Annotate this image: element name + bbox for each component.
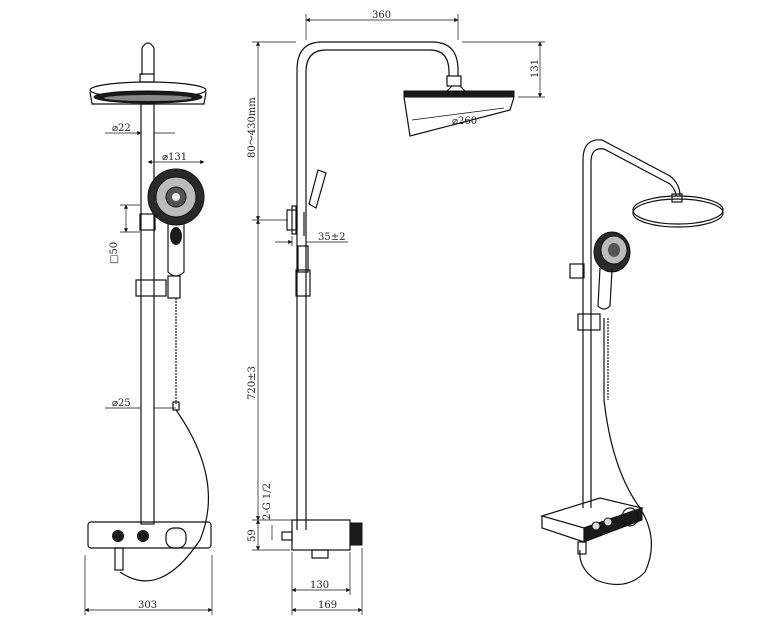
dim-head-diameter-label: ⌀260 — [452, 116, 477, 127]
hand-shower-front — [147, 168, 205, 277]
dim-inlet-spacing-label: 130 — [310, 580, 329, 591]
persp-pipe-inner — [590, 148, 677, 508]
dim-pipe-diameter: ⌀22 — [105, 123, 175, 136]
dim-pipe-diameter-label: ⌀22 — [112, 123, 131, 134]
dim-bracket-square: □50 — [109, 204, 140, 264]
side-view: 360 131 ⌀260 80～430mm 35±2 — [247, 10, 545, 615]
dim-arm-range-label: 80～430mm — [247, 97, 258, 158]
side-pipe-inner — [305, 49, 450, 530]
perspective-view — [539, 139, 724, 586]
pipe-top-cap — [141, 42, 155, 75]
dim-head-height: 131 — [462, 41, 545, 98]
persp-slider — [577, 313, 601, 331]
slider-front — [135, 279, 167, 297]
dim-shelf-width-label: 303 — [138, 600, 157, 611]
dim-inlet-spacing: 130 — [291, 552, 351, 615]
dim-hose-diameter: ⌀25 — [105, 398, 176, 409]
persp-hand-shower — [593, 231, 631, 310]
slider-holder-front — [167, 275, 181, 299]
side-pipe-outer — [296, 41, 459, 530]
dim-wall-offset: 35±2 — [275, 232, 348, 246]
dim-top-span: 360 — [305, 10, 459, 40]
overhead-shower-side — [403, 75, 515, 137]
slider-side — [295, 269, 311, 297]
dim-handshower-diameter-label: ⌀131 — [162, 152, 187, 163]
dim-handshower-diameter: ⌀131 — [147, 152, 205, 165]
dim-inlet-thread-label: 2-G 1/2 — [262, 483, 273, 520]
hose-loop-front — [119, 409, 209, 582]
wall-bracket-side — [286, 205, 298, 235]
wall-bracket-front — [139, 213, 156, 231]
persp-hose — [579, 318, 653, 586]
dim-bracket-square-label: □50 — [109, 242, 120, 264]
dim-head-diameter: ⌀260 — [411, 107, 505, 127]
persp-pipe-outer — [582, 139, 681, 508]
dim-body-height: 59 — [247, 519, 290, 551]
thermostatic-shelf-front — [87, 521, 212, 571]
hand-shower-side — [303, 169, 327, 236]
dim-top-span-label: 360 — [372, 10, 391, 21]
dim-pipe-height-label: 720±3 — [247, 366, 258, 400]
dim-pipe-height: 720±3 — [247, 219, 292, 521]
persp-bracket — [569, 263, 585, 279]
main-pipe — [140, 103, 155, 525]
dim-wall-offset-label: 35±2 — [318, 232, 345, 243]
dim-arm-range: 80～430mm — [247, 41, 296, 221]
dim-shelf-width: 303 — [84, 555, 213, 615]
front-view: ⌀22 ⌀131 □50 ⌀25 303 — [84, 42, 213, 615]
persp-thermostatic-shelf — [539, 497, 645, 555]
dim-body-depth-label: 169 — [318, 600, 337, 611]
dim-body-depth: 169 — [291, 548, 363, 615]
overhead-shower-front — [89, 73, 207, 105]
dim-head-height-label: 131 — [530, 59, 541, 78]
holder-side — [297, 245, 309, 273]
dim-body-height-label: 59 — [247, 529, 258, 542]
dim-inlet-thread: 2-G 1/2 — [262, 483, 273, 540]
thermostatic-body-side — [281, 519, 363, 559]
persp-overhead-shower — [632, 193, 724, 228]
dim-hose-diameter-label: ⌀25 — [112, 398, 131, 409]
